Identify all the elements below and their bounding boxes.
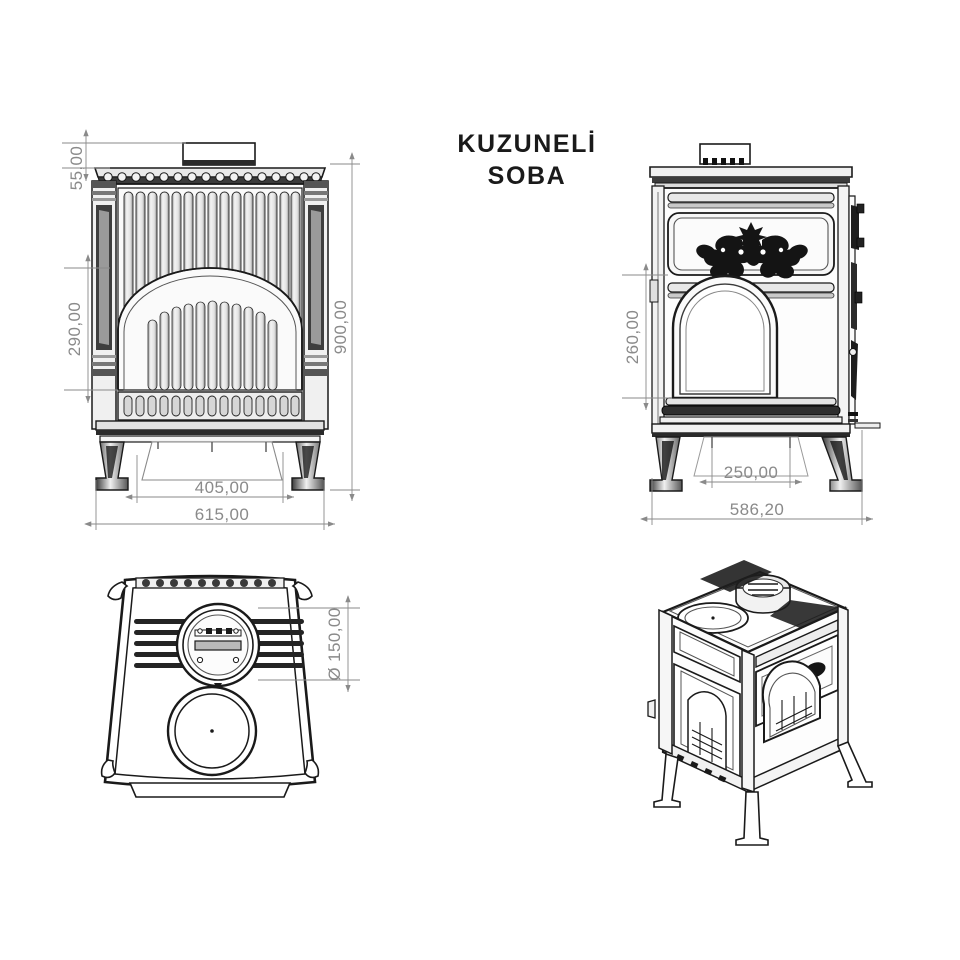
iso-right-door: [761, 660, 821, 744]
title-line-1: KUZUNELİ: [457, 130, 596, 158]
rear-view-dimensions: 55,00 290,00 900,00 405,00 6: [62, 129, 360, 530]
dimension-door-height: 260,00: [622, 263, 672, 410]
front-inner-skirt: [693, 436, 809, 477]
floral-relief-motif: [696, 222, 808, 279]
damper-blade-top: [194, 640, 242, 651]
iso-legs: [653, 740, 873, 846]
dimension-total-height-label: 900,00: [331, 300, 350, 354]
drawing-title: KUZUNELİ SOBA: [457, 130, 596, 190]
rear-inner-skirt: [141, 441, 283, 481]
dimension-flue-diameter: Ø 150,00: [258, 595, 360, 692]
dimension-flue-height: 55,00: [62, 129, 186, 191]
iso-right-grate: [775, 692, 813, 732]
dimension-body-width-label: 405,00: [195, 478, 249, 497]
dimension-overall-width: 615,00: [84, 480, 335, 530]
ornament-panel-front: [667, 212, 835, 279]
arched-door-front: [671, 274, 779, 400]
leg-front-left: [649, 436, 683, 492]
left-edge-trim-front: [649, 185, 665, 433]
flue-collar-front: [699, 143, 751, 165]
dimension-flue-height-label: 55,00: [67, 146, 86, 191]
front-view-dimensions: 260,00 250,00 586,20: [622, 263, 873, 525]
top-plate-rear: [93, 167, 327, 185]
top-plate-bead-row: [103, 172, 321, 182]
dimension-overall-width-label: 615,00: [195, 505, 249, 524]
right-side-profile-front: [837, 185, 881, 433]
flue-collar-rear: [182, 142, 256, 166]
dimension-leg-span: 250,00: [699, 448, 802, 488]
top-view-dimensions: Ø 150,00: [258, 595, 360, 692]
base-rail-rear: [95, 420, 325, 443]
front-lip-top: [128, 782, 292, 798]
dimension-flue-diameter-label: Ø 150,00: [325, 607, 344, 680]
rear-bead-strip-top: [135, 577, 285, 589]
left-corner-column-rear: [91, 180, 117, 430]
corner-tabs-top: [100, 581, 320, 779]
leg-rear-left: [95, 441, 129, 491]
right-corner-column-rear: [303, 180, 329, 430]
isometric-view: [647, 560, 873, 846]
right-vent-slots-top: [246, 619, 304, 668]
hotplate-top: [166, 685, 258, 777]
dimension-body-width: 405,00: [125, 452, 294, 503]
dimension-leg-span-label: 250,00: [724, 463, 778, 482]
dimension-total-height: 900,00: [330, 152, 360, 501]
title-line-2: SOBA: [488, 162, 567, 190]
lower-arch-rib-field-rear: [117, 267, 303, 391]
iso-left-grate: [691, 722, 723, 762]
door-sill-front: [659, 397, 843, 424]
iso-side-handle: [647, 699, 656, 719]
front-elevation-view: [649, 143, 881, 492]
dimension-overall-depth: 586,20: [640, 430, 873, 525]
base-rail-front: [651, 423, 851, 437]
upper-moulding-front: [667, 192, 835, 209]
flue-collar-top: [175, 602, 261, 690]
dimension-body-height-label: 290,00: [65, 302, 84, 356]
dimension-body-height: 290,00: [64, 254, 118, 403]
iso-hotplate: [677, 602, 749, 634]
dimension-door-height-label: 260,00: [623, 310, 642, 364]
iso-flue-collar: [700, 560, 791, 614]
rear-elevation-view: [91, 142, 329, 491]
dimension-overall-depth-label: 586,20: [730, 500, 784, 519]
top-plate-front: [649, 166, 853, 189]
top-plan-view: [100, 574, 320, 798]
lower-vent-grille-rear: [117, 391, 303, 421]
